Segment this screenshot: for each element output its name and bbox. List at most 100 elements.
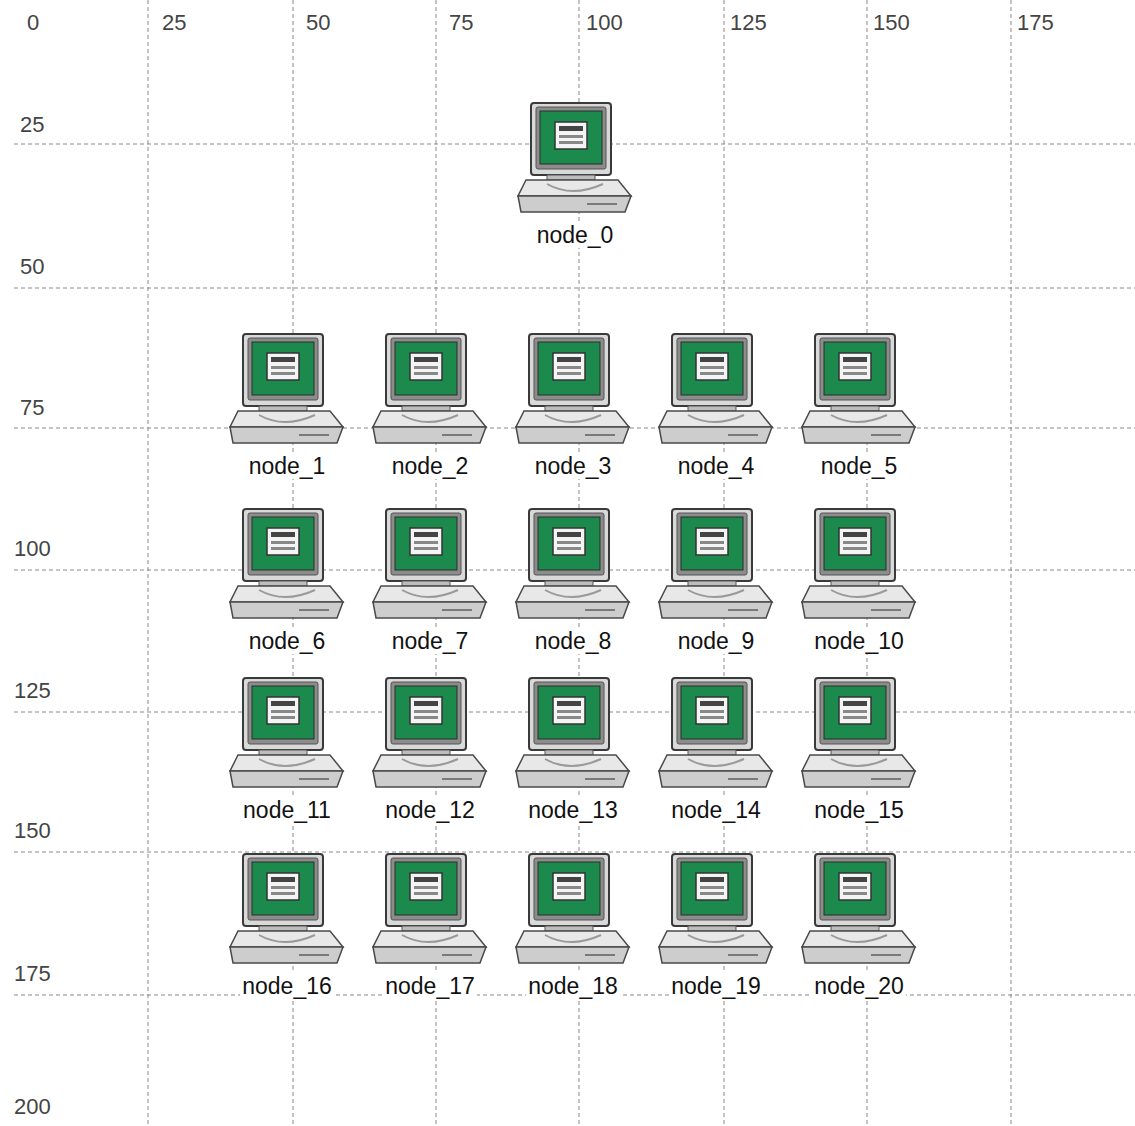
node-label-row: node_9 xyxy=(641,628,791,654)
node-label-row: node_3 xyxy=(498,453,648,479)
computer-icon xyxy=(229,333,345,445)
axis-tick-label: 150 xyxy=(14,818,51,844)
node-label-row: node_0 xyxy=(500,222,650,248)
node-label-row: node_7 xyxy=(355,628,505,654)
node-label-row: node_5 xyxy=(784,453,934,479)
computer-icon xyxy=(229,508,345,620)
axis-tick-label: 75 xyxy=(449,10,473,36)
node-label: node_0 xyxy=(535,222,616,248)
node-label-row: node_12 xyxy=(355,797,505,823)
node-label: node_8 xyxy=(533,628,614,654)
computer-icon xyxy=(372,677,488,789)
node-label-row: node_17 xyxy=(355,973,505,999)
computer-node: node_0 xyxy=(500,102,650,252)
node-label-row: node_15 xyxy=(784,797,934,823)
node-label: node_4 xyxy=(676,453,757,479)
axis-tick-label: 50 xyxy=(20,254,44,280)
computer-node: node_18 xyxy=(498,853,648,1003)
axis-tick-label: 100 xyxy=(586,10,623,36)
computer-node: node_6 xyxy=(212,508,362,658)
node-label-row: node_1 xyxy=(212,453,362,479)
node-label: node_5 xyxy=(819,453,900,479)
computer-icon xyxy=(515,677,631,789)
computer-icon xyxy=(801,508,917,620)
computer-icon xyxy=(801,677,917,789)
node-label: node_17 xyxy=(383,973,477,999)
node-label: node_18 xyxy=(526,973,620,999)
computer-node: node_15 xyxy=(784,677,934,827)
node-label-row: node_10 xyxy=(784,628,934,654)
node-label: node_2 xyxy=(390,453,471,479)
node-label-row: node_8 xyxy=(498,628,648,654)
computer-icon xyxy=(517,102,633,214)
computer-icon xyxy=(515,508,631,620)
computer-icon xyxy=(515,333,631,445)
computer-node: node_8 xyxy=(498,508,648,658)
node-label-row: node_16 xyxy=(212,973,362,999)
computer-node: node_1 xyxy=(212,333,362,483)
computer-icon xyxy=(515,853,631,965)
computer-node: node_4 xyxy=(641,333,791,483)
computer-icon xyxy=(372,333,488,445)
computer-icon xyxy=(229,853,345,965)
node-label: node_19 xyxy=(669,973,763,999)
computer-node: node_10 xyxy=(784,508,934,658)
node-label-row: node_11 xyxy=(212,797,362,823)
node-label: node_20 xyxy=(812,973,906,999)
computer-node: node_17 xyxy=(355,853,505,1003)
node-label: node_9 xyxy=(676,628,757,654)
node-label-row: node_13 xyxy=(498,797,648,823)
computer-icon xyxy=(229,677,345,789)
axis-tick-label: 25 xyxy=(20,112,44,138)
axis-tick-label: 125 xyxy=(730,10,767,36)
axis-tick-label: 50 xyxy=(306,10,330,36)
node-label: node_3 xyxy=(533,453,614,479)
computer-node: node_2 xyxy=(355,333,505,483)
axis-tick-label: 100 xyxy=(14,536,51,562)
node-label: node_11 xyxy=(241,797,333,823)
node-label-row: node_20 xyxy=(784,973,934,999)
node-label: node_14 xyxy=(669,797,763,823)
node-label: node_15 xyxy=(812,797,906,823)
node-label: node_16 xyxy=(240,973,334,999)
computer-icon xyxy=(372,508,488,620)
computer-node: node_3 xyxy=(498,333,648,483)
axis-tick-label: 0 xyxy=(27,10,39,36)
node-label-row: node_2 xyxy=(355,453,505,479)
axis-tick-label: 75 xyxy=(20,395,44,421)
axis-tick-label: 150 xyxy=(873,10,910,36)
node-label-row: node_18 xyxy=(498,973,648,999)
computer-icon xyxy=(658,853,774,965)
computer-node: node_9 xyxy=(641,508,791,658)
axis-tick-label: 175 xyxy=(1017,10,1054,36)
computer-node: node_14 xyxy=(641,677,791,827)
node-label: node_1 xyxy=(247,453,328,479)
computer-node: node_5 xyxy=(784,333,934,483)
node-label: node_12 xyxy=(383,797,477,823)
computer-icon xyxy=(801,333,917,445)
computer-node: node_7 xyxy=(355,508,505,658)
axis-tick-label: 25 xyxy=(162,10,186,36)
computer-node: node_12 xyxy=(355,677,505,827)
computer-node: node_16 xyxy=(212,853,362,1003)
computer-icon xyxy=(658,677,774,789)
axis-tick-label: 125 xyxy=(14,678,51,704)
computer-icon xyxy=(658,333,774,445)
axis-tick-label: 200 xyxy=(14,1094,51,1120)
node-label: node_10 xyxy=(812,628,906,654)
computer-node: node_11 xyxy=(212,677,362,827)
node-label: node_13 xyxy=(526,797,620,823)
computer-node: node_19 xyxy=(641,853,791,1003)
axis-tick-label: 175 xyxy=(14,961,51,987)
node-label: node_6 xyxy=(247,628,328,654)
node-label-row: node_14 xyxy=(641,797,791,823)
computer-icon xyxy=(372,853,488,965)
node-label-row: node_4 xyxy=(641,453,791,479)
computer-icon xyxy=(801,853,917,965)
computer-node: node_13 xyxy=(498,677,648,827)
node-label: node_7 xyxy=(390,628,471,654)
computer-icon xyxy=(658,508,774,620)
node-label-row: node_19 xyxy=(641,973,791,999)
node-label-row: node_6 xyxy=(212,628,362,654)
computer-node: node_20 xyxy=(784,853,934,1003)
